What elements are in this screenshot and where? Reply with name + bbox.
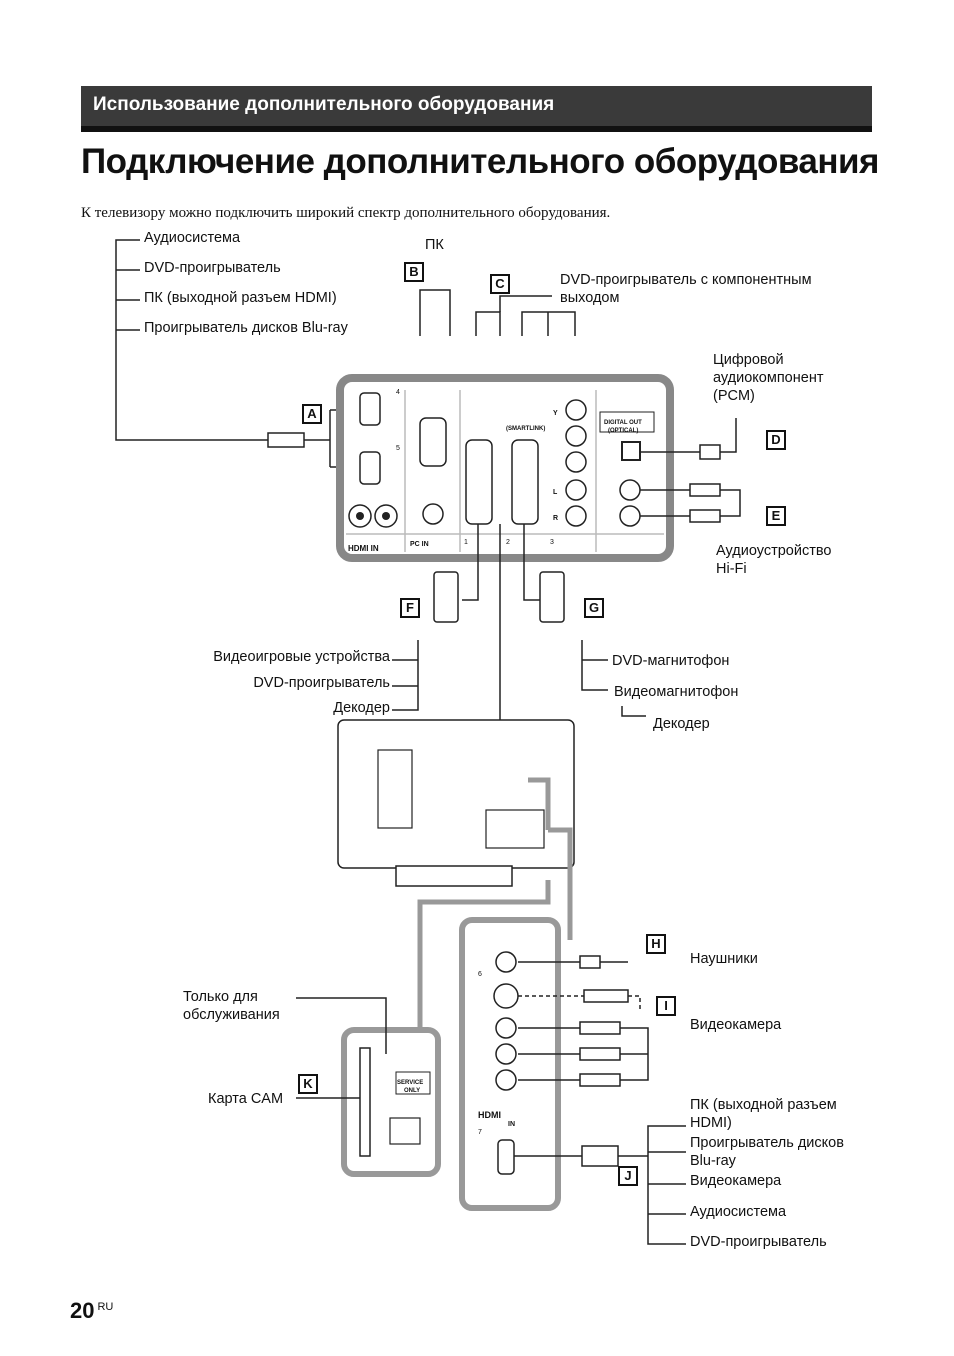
section-header: Использование дополнительного оборудован… xyxy=(93,94,555,115)
label-k-service-2: обслуживания xyxy=(183,1007,280,1023)
label-a-bluray: Проигрыватель дисков Blu-ray xyxy=(144,320,348,336)
panel-digital-out-2: (OPTICAL) xyxy=(608,428,639,434)
label-k-service-1: Только для xyxy=(183,989,258,1005)
label-f-dvd: DVD-проигрыватель xyxy=(253,675,390,691)
tag-j: J xyxy=(618,1166,638,1186)
label-f-decoder: Декодер xyxy=(333,700,390,716)
panel-y: Y xyxy=(553,410,558,417)
panel-service-1: SERVICE xyxy=(397,1080,424,1086)
intro-text: К телевизору можно подключить широкий сп… xyxy=(81,205,611,221)
panel-smartlink: (SMARTLINK) xyxy=(506,426,546,432)
tag-b: B xyxy=(404,262,424,282)
panel-pc-in: PC IN xyxy=(410,541,429,548)
label-j-bluray-2: Blu-ray xyxy=(690,1153,736,1169)
label-j-audio: Аудиосистема xyxy=(690,1204,787,1220)
label-g-dvd-recorder: DVD-магнитофон xyxy=(612,653,730,669)
tag-k: K xyxy=(298,1074,318,1094)
section-header-band: Использование дополнительного оборудован… xyxy=(81,86,872,132)
panel-port-4: 4 xyxy=(396,389,400,396)
label-c-dvd-component-1: DVD-проигрыватель с компонентным xyxy=(560,272,812,288)
panel-l: L xyxy=(553,489,558,496)
label-d-digital-1: Цифровой xyxy=(713,352,784,368)
label-j-dvd: DVD-проигрыватель xyxy=(690,1234,827,1250)
panel-hdmi-side-in: IN xyxy=(508,1121,515,1128)
tag-h: H xyxy=(646,934,666,954)
label-c-dvd-component-2: выходом xyxy=(560,290,620,306)
label-j-camcorder: Видеокамера xyxy=(690,1173,782,1189)
panel-port-6: 6 xyxy=(478,971,482,978)
label-g-vcr: Видеомагнитофон xyxy=(614,684,739,700)
tag-e: E xyxy=(766,506,786,526)
tag-g: G xyxy=(584,598,604,618)
label-a-dvd-player: DVD-проигрыватель xyxy=(144,260,281,276)
panel-service-2: ONLY xyxy=(404,1088,421,1094)
side-panel xyxy=(459,917,561,1211)
tag-f: F xyxy=(400,598,420,618)
tag-c: C xyxy=(490,274,510,294)
tag-a: A xyxy=(302,404,322,424)
page-lang: RU xyxy=(97,1301,114,1313)
panel-scart-1: 1 xyxy=(464,539,468,546)
page-number-value: 20 xyxy=(70,1298,95,1323)
panel-r: R xyxy=(553,515,559,522)
label-e-hifi-1: Аудиоустройство xyxy=(716,543,832,559)
panel-hdmi-in: HDMI IN xyxy=(348,544,379,553)
label-j-pc-1: ПК (выходной разъем xyxy=(690,1097,837,1113)
panel-scart-2: 2 xyxy=(506,539,510,546)
label-d-digital-2: аудиокомпонент xyxy=(713,370,824,386)
label-j-bluray-1: Проигрыватель дисков xyxy=(690,1135,844,1151)
label-h-headphones: Наушники xyxy=(690,951,758,967)
label-a-audio-system: Аудиосистема xyxy=(144,230,241,246)
label-f-game: Видеоигровые устройства xyxy=(213,649,390,665)
label-j-pc-2: HDMI) xyxy=(690,1115,732,1131)
tag-i: I xyxy=(656,996,676,1016)
tag-d: D xyxy=(766,430,786,450)
rear-panel xyxy=(336,374,674,562)
label-e-hifi-2: Hi-Fi xyxy=(716,561,747,577)
tv-back xyxy=(337,719,575,887)
label-g-decoder: Декодер xyxy=(653,716,710,732)
label-a-pc-hdmi: ПК (выходной разъем HDMI) xyxy=(144,290,337,306)
panel-digital-out-1: DIGITAL OUT xyxy=(604,420,642,426)
panel-scart-3: 3 xyxy=(550,539,554,546)
cam-panel xyxy=(341,1027,441,1177)
label-k-cam: Карта CAM xyxy=(208,1091,284,1107)
panel-hdmi-side: HDMI xyxy=(478,1110,501,1120)
panel-port-5: 5 xyxy=(396,445,400,452)
label-d-digital-3: (PCM) xyxy=(713,388,755,404)
panel-port-7: 7 xyxy=(478,1129,482,1136)
label-b-pc: ПК xyxy=(425,237,444,253)
label-i-camcorder: Видеокамера xyxy=(690,1017,782,1033)
page-title: Подключение дополнительного оборудования xyxy=(81,142,879,181)
